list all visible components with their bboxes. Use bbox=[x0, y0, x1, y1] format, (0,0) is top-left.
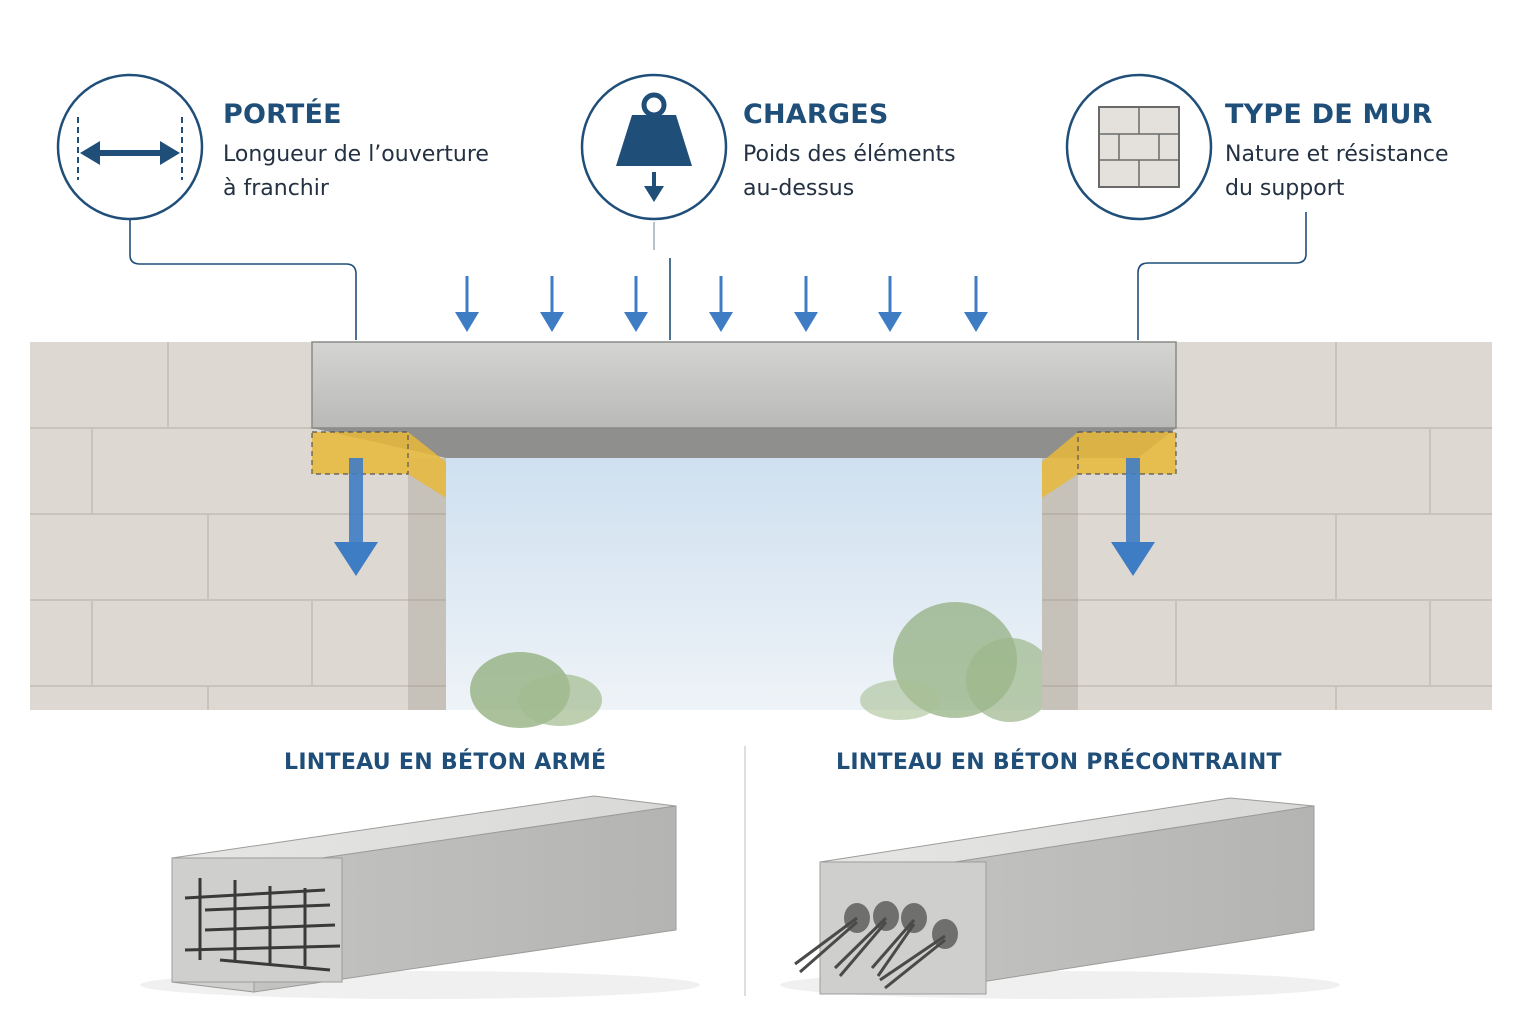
charges-description-line2: au-dessus bbox=[743, 176, 855, 201]
charges-icon-circle bbox=[580, 73, 728, 221]
load-arrows bbox=[455, 276, 988, 332]
load-arrow bbox=[964, 276, 988, 332]
portee-connector bbox=[129, 220, 357, 340]
portee-description-line1: Longueur de l’ouverture bbox=[223, 142, 489, 167]
brick-wall-icon bbox=[1098, 106, 1180, 188]
type-mur-icon-circle bbox=[1065, 73, 1213, 221]
lintel-beam bbox=[311, 341, 1177, 458]
portee-description-line2: à franchir bbox=[223, 176, 329, 201]
load-arrow bbox=[794, 276, 818, 332]
right-reaction-arrow bbox=[1111, 458, 1155, 576]
portee-icon-circle bbox=[56, 73, 204, 221]
reinforced-lintel-label: LINTEAU EN BÉTON ARMÉ bbox=[284, 750, 607, 775]
prestressed-tendons-icon bbox=[794, 901, 958, 990]
type-mur-connector bbox=[1137, 212, 1307, 340]
portee-title: PORTÉE bbox=[223, 99, 342, 130]
left-bearing-zone bbox=[311, 431, 446, 498]
charges-description-line1: Poids des éléments bbox=[743, 142, 956, 167]
right-bearing-zone bbox=[1042, 431, 1177, 498]
load-arrow bbox=[455, 276, 479, 332]
type-mur-description-line1: Nature et résistance bbox=[1225, 142, 1449, 167]
load-arrow bbox=[624, 276, 648, 332]
prestressed-lintel-block bbox=[780, 797, 1340, 999]
trees bbox=[470, 602, 1054, 728]
left-reaction-arrow bbox=[334, 458, 378, 576]
load-arrow bbox=[878, 276, 902, 332]
load-arrow bbox=[709, 276, 733, 332]
type-mur-title: TYPE DE MUR bbox=[1225, 99, 1433, 130]
charges-title: CHARGES bbox=[743, 99, 889, 130]
prestressed-lintel-label: LINTEAU EN BÉTON PRÉCONTRAINT bbox=[836, 750, 1282, 775]
weight-icon bbox=[616, 92, 692, 202]
reinforced-lintel-block bbox=[140, 795, 700, 999]
type-mur-description-line2: du support bbox=[1225, 176, 1345, 201]
load-arrow bbox=[540, 276, 564, 332]
span-arrow-icon bbox=[77, 117, 183, 180]
reinforced-bars-icon bbox=[184, 878, 341, 972]
